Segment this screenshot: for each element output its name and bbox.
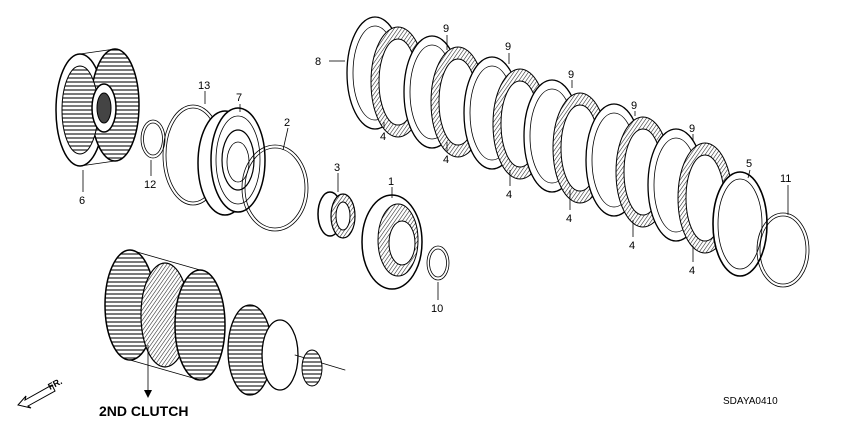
callout-4d: 4 [566, 213, 572, 225]
callout-9a: 9 [443, 23, 449, 35]
callout-3: 3 [334, 162, 340, 174]
clutch-piston-part [197, 107, 266, 216]
callout-11: 11 [780, 173, 791, 185]
piston-o-ring-part [241, 144, 309, 232]
callout-9c: 9 [568, 69, 574, 81]
callout-4e: 4 [629, 240, 635, 252]
diagram-code: SDAYA0410 [723, 396, 778, 407]
end-plate-5 [712, 171, 768, 277]
callout-1: 1 [388, 176, 394, 188]
callout-4b: 4 [443, 154, 449, 166]
snap-ring-part [140, 119, 166, 159]
front-direction-indicator: FR. [17, 376, 64, 409]
callout-7: 7 [236, 92, 242, 104]
callout-5: 5 [746, 158, 752, 170]
return-spring-part [317, 191, 356, 239]
callout-4f: 4 [689, 265, 695, 277]
callout-9e: 9 [689, 123, 695, 135]
seat-snap-ring-part [426, 245, 450, 281]
callout-13: 13 [198, 80, 210, 92]
clutch-drum-part [55, 48, 140, 167]
leader-lines [82, 35, 789, 398]
callout-10: 10 [431, 303, 443, 315]
callout-4c: 4 [506, 189, 512, 201]
front-arrow-icon [17, 384, 56, 409]
callout-9b: 9 [505, 41, 511, 53]
callout-8: 8 [315, 56, 321, 68]
front-label: FR. [46, 376, 63, 392]
spring-seat-part [361, 194, 423, 290]
callout-4a: 4 [380, 131, 386, 143]
callout-2: 2 [284, 117, 290, 129]
callout-9d: 9 [631, 100, 637, 112]
assembly-title: 2ND CLUTCH [99, 403, 188, 419]
snap-ring-11 [756, 212, 810, 288]
callout-6: 6 [79, 195, 85, 207]
clutch-disc-stack [346, 16, 810, 288]
second-clutch-assembly [104, 249, 346, 396]
callout-12: 12 [144, 179, 156, 191]
